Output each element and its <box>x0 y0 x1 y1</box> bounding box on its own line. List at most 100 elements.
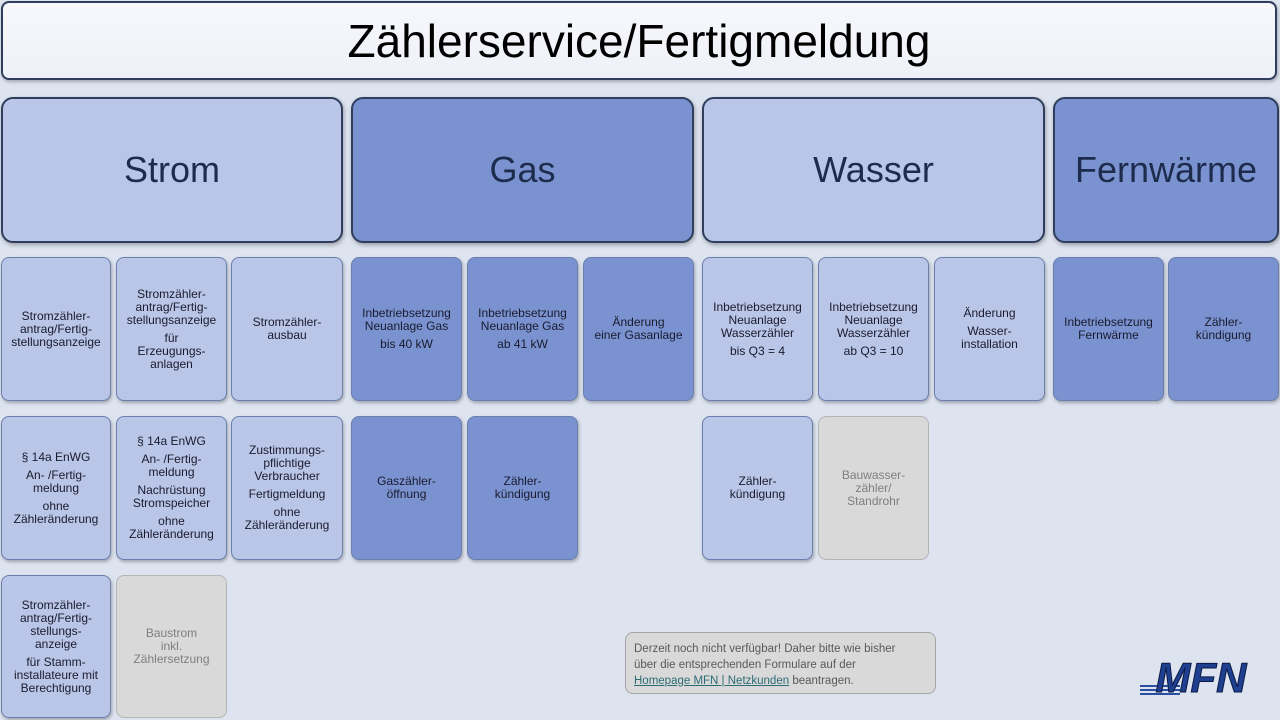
tile-text: Zustimmungs- <box>248 443 325 457</box>
notice-line: Homepage MFN | Netzkunden beantragen. <box>634 673 927 689</box>
tile-text: installation <box>961 337 1018 351</box>
tile-text: Wasserzähler <box>721 325 794 340</box>
tile-text: Baustrom <box>145 626 198 640</box>
tile-stromzaehler-antrag[interactable]: Stromzähler- antrag/Fertig- stellungsanz… <box>1 257 111 401</box>
tile-text: antrag/Fertig- <box>135 299 208 314</box>
tile-text: Inbetriebsetzung <box>1064 315 1153 329</box>
tile-text: ohne <box>42 498 70 513</box>
tile-bauwasserzaehler-disabled: Bauwasser- zähler/ Standrohr <box>818 416 929 560</box>
tile-text: anlagen <box>150 356 193 371</box>
category-gas[interactable]: Gas <box>351 97 694 243</box>
category-fernwaerme[interactable]: Fernwärme <box>1053 97 1279 243</box>
tile-gaszaehler-oeffnung[interactable]: Gaszähler- öffnung <box>351 416 462 560</box>
tile-14a-stromspeicher[interactable]: § 14a EnWG An- /Fertig- meldung Nachrüst… <box>116 416 227 560</box>
tile-gas-zaehler-kuendigung[interactable]: Zähler- kündigung <box>467 416 578 560</box>
notice-tail: beantragen. <box>789 675 854 687</box>
tile-text: antrag/Fertig- <box>19 610 93 625</box>
tile-text: Bauwasser- <box>841 467 906 482</box>
tile-text: anzeige <box>34 636 78 651</box>
tile-text: Änderung <box>963 306 1016 320</box>
tile-text: Stromzähler- <box>252 315 322 329</box>
tile-text: Neuanlage Gas <box>364 319 449 333</box>
tile-text: Neuanlage <box>728 312 787 327</box>
tile-text: öffnung <box>386 487 427 501</box>
tile-text: Gaszähler- <box>377 474 436 488</box>
tile-text: kündigung <box>494 487 551 501</box>
tile-text: Standrohr <box>847 493 900 508</box>
tile-text: Stromspeicher <box>132 496 211 510</box>
tile-14a-ohne-zaehleraenderung[interactable]: § 14a EnWG An- /Fertig- meldung ohne Zäh… <box>1 416 111 560</box>
tile-text: § 14a EnWG <box>21 449 91 464</box>
tile-text: Zähleränderung <box>129 527 214 541</box>
tile-wasser-neuanlage-bis-q3-4[interactable]: Inbetriebsetzung Neuanlage Wasserzähler … <box>702 257 813 401</box>
page-title: Zählerservice/Fertigmeldung <box>1 1 1277 80</box>
tile-text: Zähleränderung <box>13 511 99 526</box>
tile-text: für <box>164 330 179 345</box>
tile-text: Änderung <box>612 315 665 329</box>
tile-text: Inbetriebsetzung <box>713 299 802 314</box>
tile-fernwaerme-kuendigung[interactable]: Zähler- kündigung <box>1168 257 1279 401</box>
tile-text: antrag/Fertig- <box>19 321 93 336</box>
tile-gas-aenderung[interactable]: Änderung einer Gasanlage <box>583 257 694 401</box>
tile-text: meldung <box>148 465 195 479</box>
tile-text: ab 41 kW <box>497 337 548 351</box>
tile-text: An- /Fertig- <box>141 452 202 466</box>
tile-text: Stromzähler- <box>21 597 91 612</box>
tile-wasser-zaehler-kuendigung[interactable]: Zähler- kündigung <box>702 416 813 560</box>
tile-fernwaerme-inbetriebsetzung[interactable]: Inbetriebsetzung Fernwärme <box>1053 257 1164 401</box>
tile-zustimmungspflichtige-verbraucher[interactable]: Zustimmungs- pflichtige Verbraucher Fert… <box>231 416 343 560</box>
tile-baustrom-disabled: Baustrom inkl. Zählersetzung <box>116 575 227 718</box>
tile-text: zähler/ <box>855 480 892 495</box>
tile-text: Verbraucher <box>254 469 320 483</box>
tile-text: Zähler- <box>503 474 542 488</box>
tile-text: Inbetriebsetzung <box>478 306 567 320</box>
tile-text: Nachrüstung <box>137 483 206 497</box>
tile-text: Inbetriebsetzung <box>829 299 918 314</box>
tile-gas-neuanlage-bis-40[interactable]: Inbetriebsetzung Neuanlage Gas bis 40 kW <box>351 257 462 401</box>
tile-text: Fernwärme <box>1078 328 1139 342</box>
tile-text: pflichtige <box>263 456 311 470</box>
tile-text: Berechtigung <box>20 680 92 695</box>
notice-line: über die entsprechenden Formulare auf de… <box>634 659 856 671</box>
tile-text: bis Q3 = 4 <box>729 343 786 358</box>
logo-text: MFN <box>1156 656 1249 696</box>
tile-text: Stromzähler- <box>137 286 206 301</box>
availability-notice: Derzeit noch nicht verfügbar! Daher bitt… <box>625 632 936 694</box>
tile-text: kündigung <box>729 487 786 501</box>
tile-text: stellungsanzeige <box>126 312 217 327</box>
tile-stamminstallateure[interactable]: Stromzähler- antrag/Fertig- stellungs- a… <box>1 575 111 718</box>
tile-text: Zählersetzung <box>133 652 210 666</box>
tile-wasser-aenderung[interactable]: Änderung Wasser- installation <box>934 257 1045 401</box>
tile-text: Wasserzähler <box>837 325 910 340</box>
tile-text: Stromzähler- <box>21 308 91 323</box>
tile-text: meldung <box>32 480 80 495</box>
tile-text: Zähleränderung <box>244 518 330 532</box>
tile-text: Zähler- <box>738 474 777 488</box>
category-strom[interactable]: Strom <box>1 97 343 243</box>
tile-text: Inbetriebsetzung <box>362 306 451 320</box>
mfn-logo: MFN <box>1140 656 1249 696</box>
tile-text: bis 40 kW <box>380 337 433 351</box>
tile-text: stellungs- <box>30 623 82 638</box>
tile-text: § 14a EnWG <box>137 434 206 448</box>
tile-text: installateure mit <box>13 667 99 682</box>
tile-stromzaehler-ausbau[interactable]: Stromzähler- ausbau <box>231 257 343 401</box>
tile-text: ohne <box>273 505 301 519</box>
category-wasser[interactable]: Wasser <box>702 97 1045 243</box>
tile-wasser-neuanlage-ab-q3-10[interactable]: Inbetriebsetzung Neuanlage Wasserzähler … <box>818 257 929 401</box>
homepage-netzkunden-link[interactable]: Homepage MFN | Netzkunden <box>634 675 790 687</box>
tile-text: einer Gasanlage <box>594 328 683 342</box>
tile-text: Zähler- <box>1204 315 1243 329</box>
tile-text: Neuanlage Gas <box>480 319 565 333</box>
tile-text: kündigung <box>1195 328 1252 342</box>
tile-text: Wasser- <box>967 324 1012 338</box>
tile-text: Fertigmeldung <box>248 487 326 501</box>
tile-stromzaehler-erzeugungsanlagen[interactable]: Stromzähler- antrag/Fertig- stellungsanz… <box>116 257 227 401</box>
tile-text: inkl. <box>160 639 183 653</box>
tile-text: ausbau <box>267 328 307 342</box>
tile-gas-neuanlage-ab-41[interactable]: Inbetriebsetzung Neuanlage Gas ab 41 kW <box>467 257 578 401</box>
tile-text: ab Q3 = 10 <box>843 343 904 358</box>
notice-line: Derzeit noch nicht verfügbar! Daher bitt… <box>634 643 896 655</box>
tile-text: ohne <box>158 514 185 528</box>
tile-text: Erzeugungs- <box>137 343 206 358</box>
